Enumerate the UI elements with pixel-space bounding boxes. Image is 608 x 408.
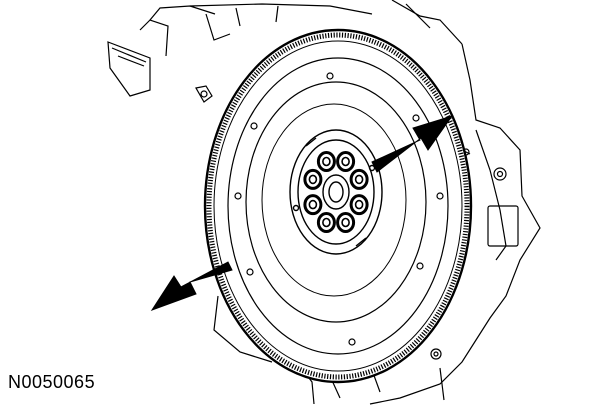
flywheel-bolt [316, 151, 336, 172]
callout-arrow [150, 115, 454, 311]
flywheel-bolt [336, 212, 356, 233]
flywheel-bolt [349, 194, 369, 216]
flywheel-bolt [349, 168, 369, 190]
flywheel-bolts [303, 151, 369, 233]
arrow-to-ring-gear [150, 261, 233, 311]
flywheel-bolt [303, 168, 323, 190]
flywheel-bolt [316, 212, 336, 233]
flywheel [227, 57, 449, 355]
arrow-to-bolts [371, 115, 454, 173]
flywheel-bolt [336, 151, 356, 172]
crankshaft-flange [289, 129, 383, 255]
flywheel-bolt [303, 194, 323, 216]
figure-code: N0050065 [8, 372, 96, 392]
